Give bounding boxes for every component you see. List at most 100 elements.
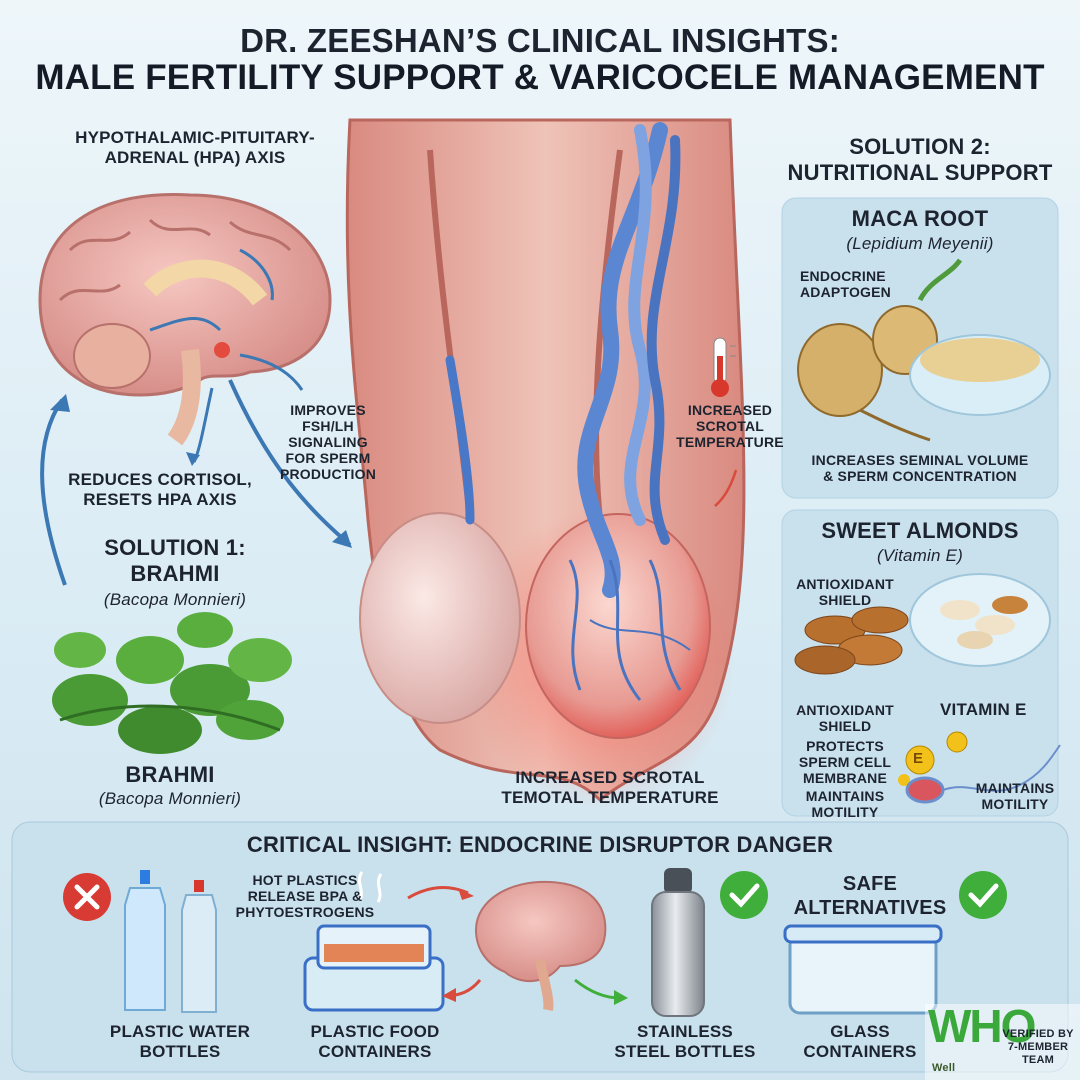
hot-line3: PHYTOESTROGENS [235,904,375,920]
safe-alternatives-label: SAFE ALTERNATIVES [780,872,960,920]
vitamin-e-illustration [898,731,1061,804]
glass-line1: GLASS [830,1022,890,1041]
maca-benefit-line2: & SPERM CONCENTRATION [823,468,1017,484]
fsh-line5: PRODUCTION [279,466,377,482]
bottles-line2: BOTTLES [139,1042,221,1061]
brahmi-plant-scientific: (Bacopa Monnieri) [98,789,242,808]
maca-scientific: (Lepidium Meyenii) [846,234,994,253]
steel-line2: STEEL BOTTLES [614,1042,756,1061]
protects-line1: PROTECTS [806,738,884,754]
maint-a-line2: MOTILITY [811,804,879,820]
food-line1: PLASTIC FOOD [310,1022,440,1041]
fsh-lh-label: IMPROVES FSH/LH SIGNALING FOR SPERM PROD… [268,402,388,482]
fsh-line3: SIGNALING [288,434,368,450]
hot-line2: RELEASE BPA & [247,888,363,904]
maintains-motility-a: MAINTAINS MOTILITY [790,788,900,820]
solution1-line1: SOLUTION 1: [104,535,246,560]
temp-line1: INCREASED [687,402,773,418]
ao2-line1: ANTIOXIDANT [796,702,894,718]
maint-a-line1: MAINTAINS [805,788,885,804]
fsh-line4: FOR SPERM [285,450,371,466]
hpa-label-line1: HYPOTHALAMIC-PITUITARY- [75,128,315,147]
almond-tag: ANTIOXIDANT SHIELD [790,576,900,608]
glass-line2: CONTAINERS [803,1042,917,1061]
watermark-footer: Well [932,1062,956,1074]
solution1-title: SOLUTION 1: BRAHMI [55,535,295,587]
page-title-line1: DR. ZEESHAN’S CLINICAL INSIGHTS: [240,22,840,59]
maint-b-line1: MAINTAINS [975,780,1055,796]
almond-tag-line2: SHIELD [818,592,872,608]
maca-tag: ENDOCRINE ADAPTOGEN [800,268,920,300]
plastic-bottles-illustration [124,870,217,1013]
scrotum-illustration [345,118,746,810]
ao2-line2: SHIELD [818,718,872,734]
verified-badge: VERIFIED BY 7-MEMBER TEAM [996,1028,1080,1067]
temp-line2: SCROTAL [695,418,765,434]
who-watermark [925,1004,1080,1080]
hpa-label-line2: ADRENAL (HPA) AXIS [104,148,286,167]
check-icon-2 [959,871,1007,919]
steel-bottle-illustration [651,868,705,1017]
fsh-line1: IMPROVES [290,402,366,418]
maca-tag-line2: ADAPTOGEN [800,284,891,300]
maca-tag-line1: ENDOCRINE [800,268,886,284]
check-icon [720,871,768,919]
solution2-line2: NUTRITIONAL SUPPORT [787,160,1053,185]
hot-plastics-label: HOT PLASTICS RELEASE BPA & PHYTOESTROGEN… [220,872,390,920]
steel-bottles-label: STAINLESS STEEL BOTTLES [600,1022,770,1062]
hot-line1: HOT PLASTICS [252,872,358,888]
bottles-line1: PLASTIC WATER [109,1022,251,1041]
brahmi-plant-name: BRAHMI [125,762,215,787]
plastic-food-container-illustration [303,871,445,1012]
scrotal-temp-bottom-label: INCREASED SCROTAL TEMOTAL TEMPERATURE [480,768,740,808]
verified-line1: VERIFIED BY [1002,1028,1074,1040]
plastic-food-label: PLASTIC FOOD CONTAINERS [285,1022,465,1062]
maint-b-line2: MOTILITY [981,796,1049,812]
cortisol-line1: REDUCES CORTISOL, [68,470,252,489]
brain-illustration [38,192,332,446]
steel-line1: STAINLESS [637,1022,733,1041]
solution1-scientific-name: (Bacopa Monnieri) [103,590,247,609]
protects-line3: MEMBRANE [802,770,888,786]
maintains-motility-b: MAINTAINS MOTILITY [960,780,1070,812]
glass-container-illustration [783,924,943,1015]
brahmi-plant [52,612,292,754]
fsh-line2: FSH/LH [302,418,354,434]
maca-root-illustration [797,258,1051,442]
verified-line2: 7-MEMBER TEAM [1007,1041,1069,1066]
solution2-line1: SOLUTION 2: [849,134,991,159]
thermometer-icon [711,337,736,397]
maca-title: MACA ROOT [851,206,989,231]
scrotal-temp-label: INCREASED SCROTAL TEMPERATURE [660,402,800,450]
almond-title: SWEET ALMONDS [821,518,1019,543]
hpa-axis-label: HYPOTHALAMIC-PITUITARY- ADRENAL (HPA) AX… [30,128,360,168]
almonds-illustration [794,573,1051,675]
maca-benefit: INCREASES SEMINAL VOLUME & SPERM CONCENT… [782,452,1058,484]
maca-benefit-line1: INCREASES SEMINAL VOLUME [811,452,1029,468]
plastic-bottles-label: PLASTIC WATER BOTTLES [90,1022,270,1062]
cross-icon [63,873,111,921]
small-brain-illustration [474,880,607,1011]
who-logo: WHO [928,1000,1036,1052]
protects-line2: SPERM CELL [798,754,892,770]
solution2-title: SOLUTION 2: NUTRITIONAL SUPPORT [770,134,1070,186]
solution1-line2: BRAHMI [130,561,220,586]
critical-insight-title: CRITICAL INSIGHT: ENDOCRINE DISRUPTOR DA… [246,832,834,857]
cortisol-label: REDUCES CORTISOL, RESETS HPA AXIS [40,470,280,510]
vitamin-e-molecule-letter: E [913,750,924,767]
safe-line1: SAFE [842,873,898,895]
cortisol-line2: RESETS HPA AXIS [83,490,237,509]
protects-label: PROTECTS SPERM CELL MEMBRANE [790,738,900,786]
almond-tag-line1: ANTIOXIDANT [796,576,894,592]
food-line2: CONTAINERS [318,1042,432,1061]
temp-bottom-line1: INCREASED SCROTAL [515,768,705,787]
antioxidant-shield-label: ANTIOXIDANT SHIELD [790,702,900,734]
almond-subtitle: (Vitamin E) [877,546,963,565]
glass-containers-label: GLASS CONTAINERS [775,1022,945,1062]
safe-line2: ALTERNATIVES [793,897,947,919]
page-title-line2: MALE FERTILITY SUPPORT & VARICOCELE MANA… [35,58,1045,97]
vitamin-e-label: VITAMIN E [940,700,1027,719]
temp-line3: TEMPERATURE [676,434,784,450]
